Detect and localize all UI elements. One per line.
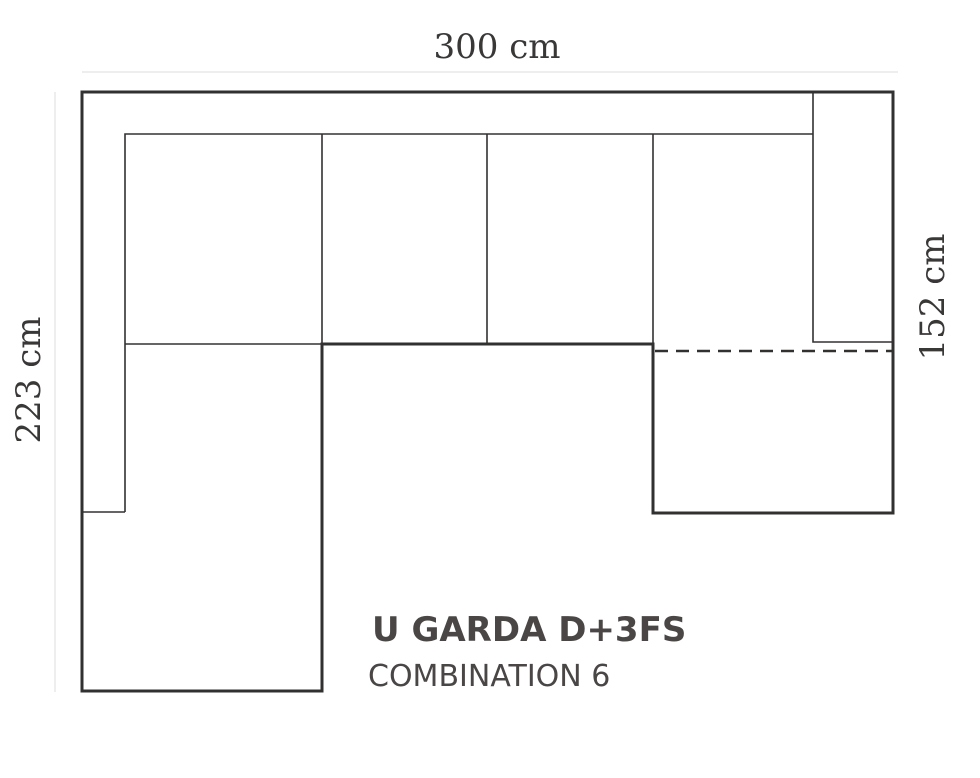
sofa-outline [80, 90, 895, 693]
backrest-inner-line [124, 133, 813, 512]
right-armrest-line [812, 92, 893, 343]
product-title: U GARDA D+3FS [372, 610, 686, 650]
right-height-dimension-label: 152 cm [913, 234, 953, 361]
left-height-dimension-label: 223 cm [9, 317, 49, 444]
width-dimension-label: 300 cm [434, 27, 561, 67]
guide-lines [54, 71, 898, 692]
product-combination: COMBINATION 6 [368, 659, 610, 694]
